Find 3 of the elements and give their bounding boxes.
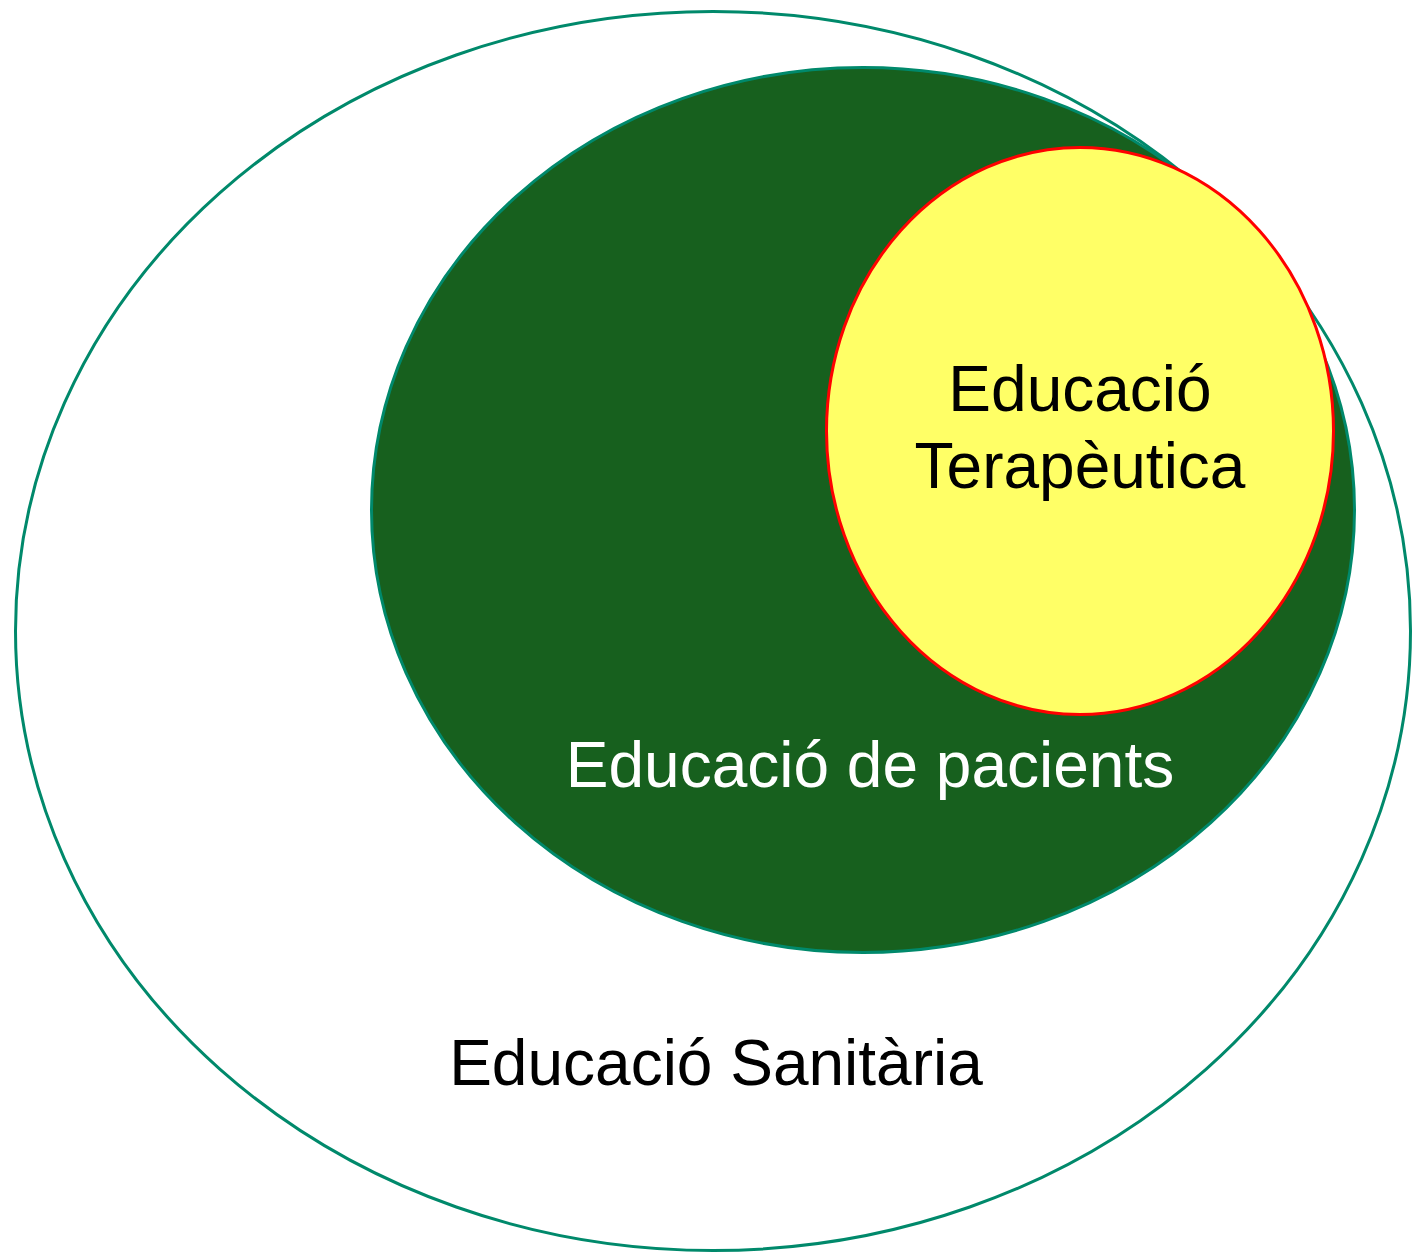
- region-label: Educació Sanitària: [448, 1026, 984, 1101]
- region-label: Educació Terapèutica: [913, 352, 1247, 504]
- region-label: Educació de pacients: [564, 728, 1176, 803]
